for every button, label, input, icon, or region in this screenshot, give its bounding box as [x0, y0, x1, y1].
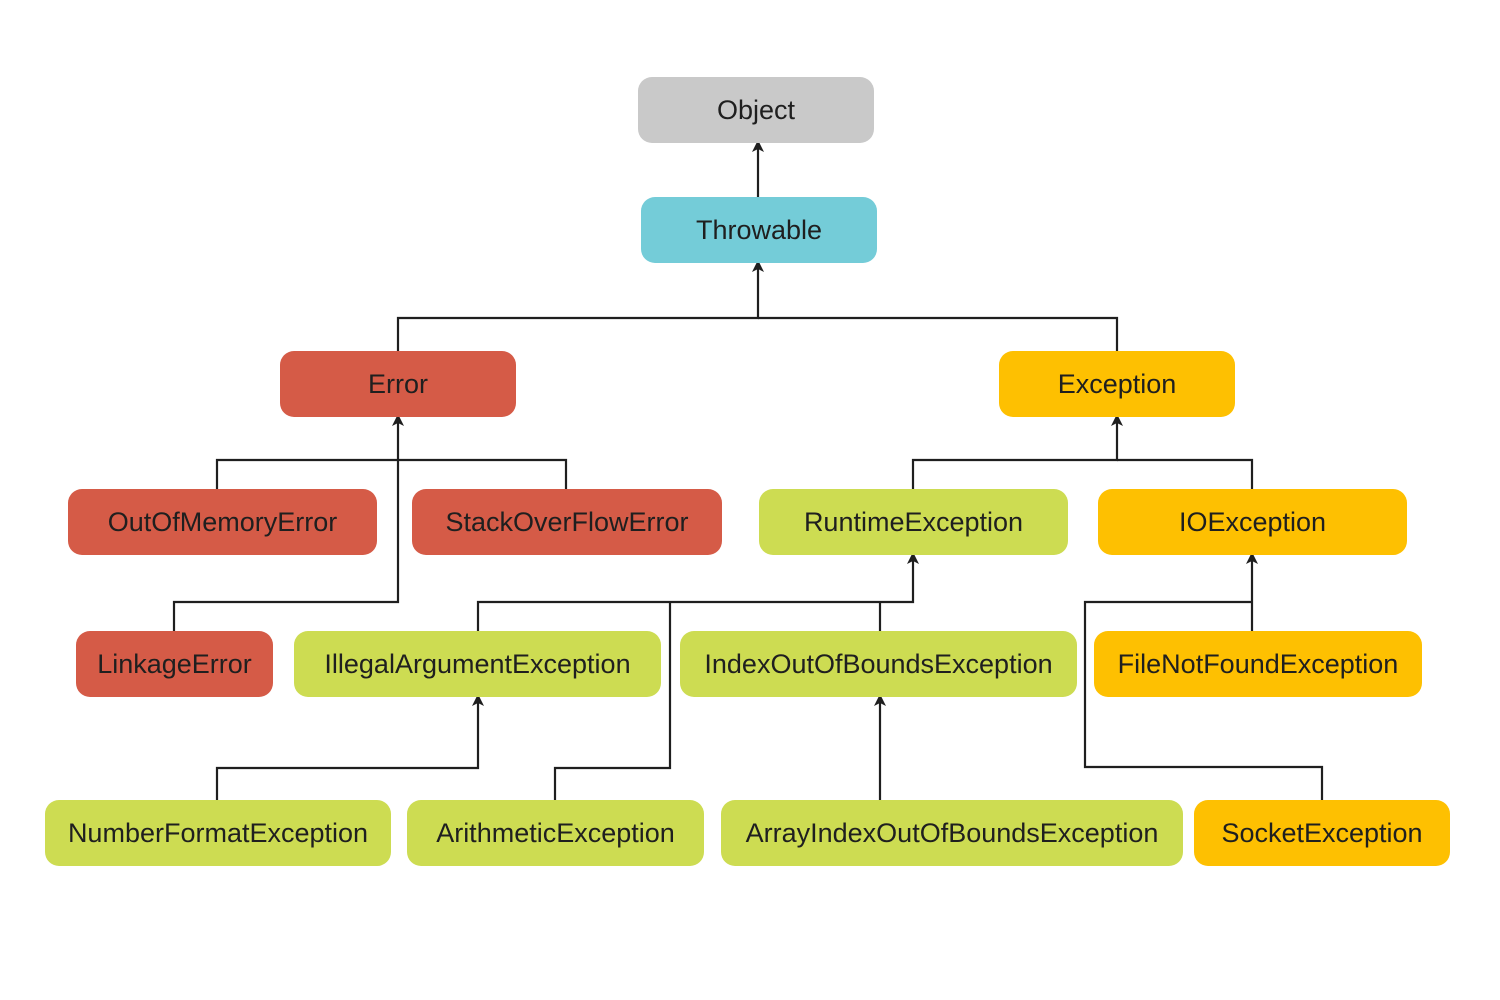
node-exception-label: Exception [1057, 368, 1177, 399]
edge-illegalargument-runtime [476, 552, 919, 632]
node-error-label: Error [368, 368, 428, 399]
node-arithmetic-exception: ArithmeticException [407, 800, 704, 866]
edge-io-exception [1117, 458, 1254, 490]
node-stack-overflow-error-label: StackOverFlowError [445, 506, 689, 537]
node-array-index-out-of-bounds-exception-label: ArrayIndexOutOfBoundsException [745, 817, 1159, 848]
node-illegal-argument-exception: IllegalArgumentException [294, 631, 661, 697]
edge-numberformat-illegalargument [215, 694, 484, 801]
node-error: Error [280, 351, 516, 417]
edge-linkage-error [172, 414, 404, 632]
edge-runtime-exception [911, 414, 1123, 490]
node-runtime-exception: RuntimeException [759, 489, 1068, 555]
node-linkage-error-label: LinkageError [97, 648, 252, 679]
node-socket-exception-label: SocketException [1221, 817, 1423, 848]
node-throwable: Throwable [641, 197, 877, 263]
node-socket-exception: SocketException [1194, 800, 1450, 866]
edge-stackoverflow-error [398, 458, 568, 490]
node-number-format-exception-label: NumberFormatException [67, 817, 369, 848]
node-arithmetic-exception-label: ArithmeticException [436, 817, 675, 848]
edge-socket-io [1083, 600, 1324, 801]
node-index-out-of-bounds-exception: IndexOutOfBoundsException [680, 631, 1077, 697]
node-file-not-found-exception-label: FileNotFoundException [1117, 648, 1399, 679]
edge-arithmetic-runtime [553, 602, 672, 801]
node-runtime-exception-label: RuntimeException [803, 506, 1024, 537]
node-linkage-error: LinkageError [76, 631, 273, 697]
node-io-exception: IOException [1098, 489, 1407, 555]
node-file-not-found-exception: FileNotFoundException [1094, 631, 1422, 697]
node-out-of-memory-error-label: OutOfMemoryError [107, 506, 338, 537]
edge-outofmemory-error [215, 458, 398, 490]
node-stack-overflow-error: StackOverFlowError [412, 489, 722, 555]
node-illegal-argument-exception-label: IllegalArgumentException [324, 648, 631, 679]
node-object: Object [638, 77, 874, 143]
node-exception: Exception [999, 351, 1235, 417]
node-index-out-of-bounds-exception-label: IndexOutOfBoundsException [704, 648, 1053, 679]
node-out-of-memory-error: OutOfMemoryError [68, 489, 377, 555]
node-array-index-out-of-bounds-exception: ArrayIndexOutOfBoundsException [721, 800, 1183, 866]
node-throwable-label: Throwable [695, 214, 823, 245]
node-io-exception-label: IOException [1178, 506, 1327, 537]
edge-exception-throwable [758, 316, 1119, 352]
edge-error-throwable [396, 260, 764, 352]
node-number-format-exception: NumberFormatException [45, 800, 391, 866]
node-object-label: Object [716, 94, 796, 125]
